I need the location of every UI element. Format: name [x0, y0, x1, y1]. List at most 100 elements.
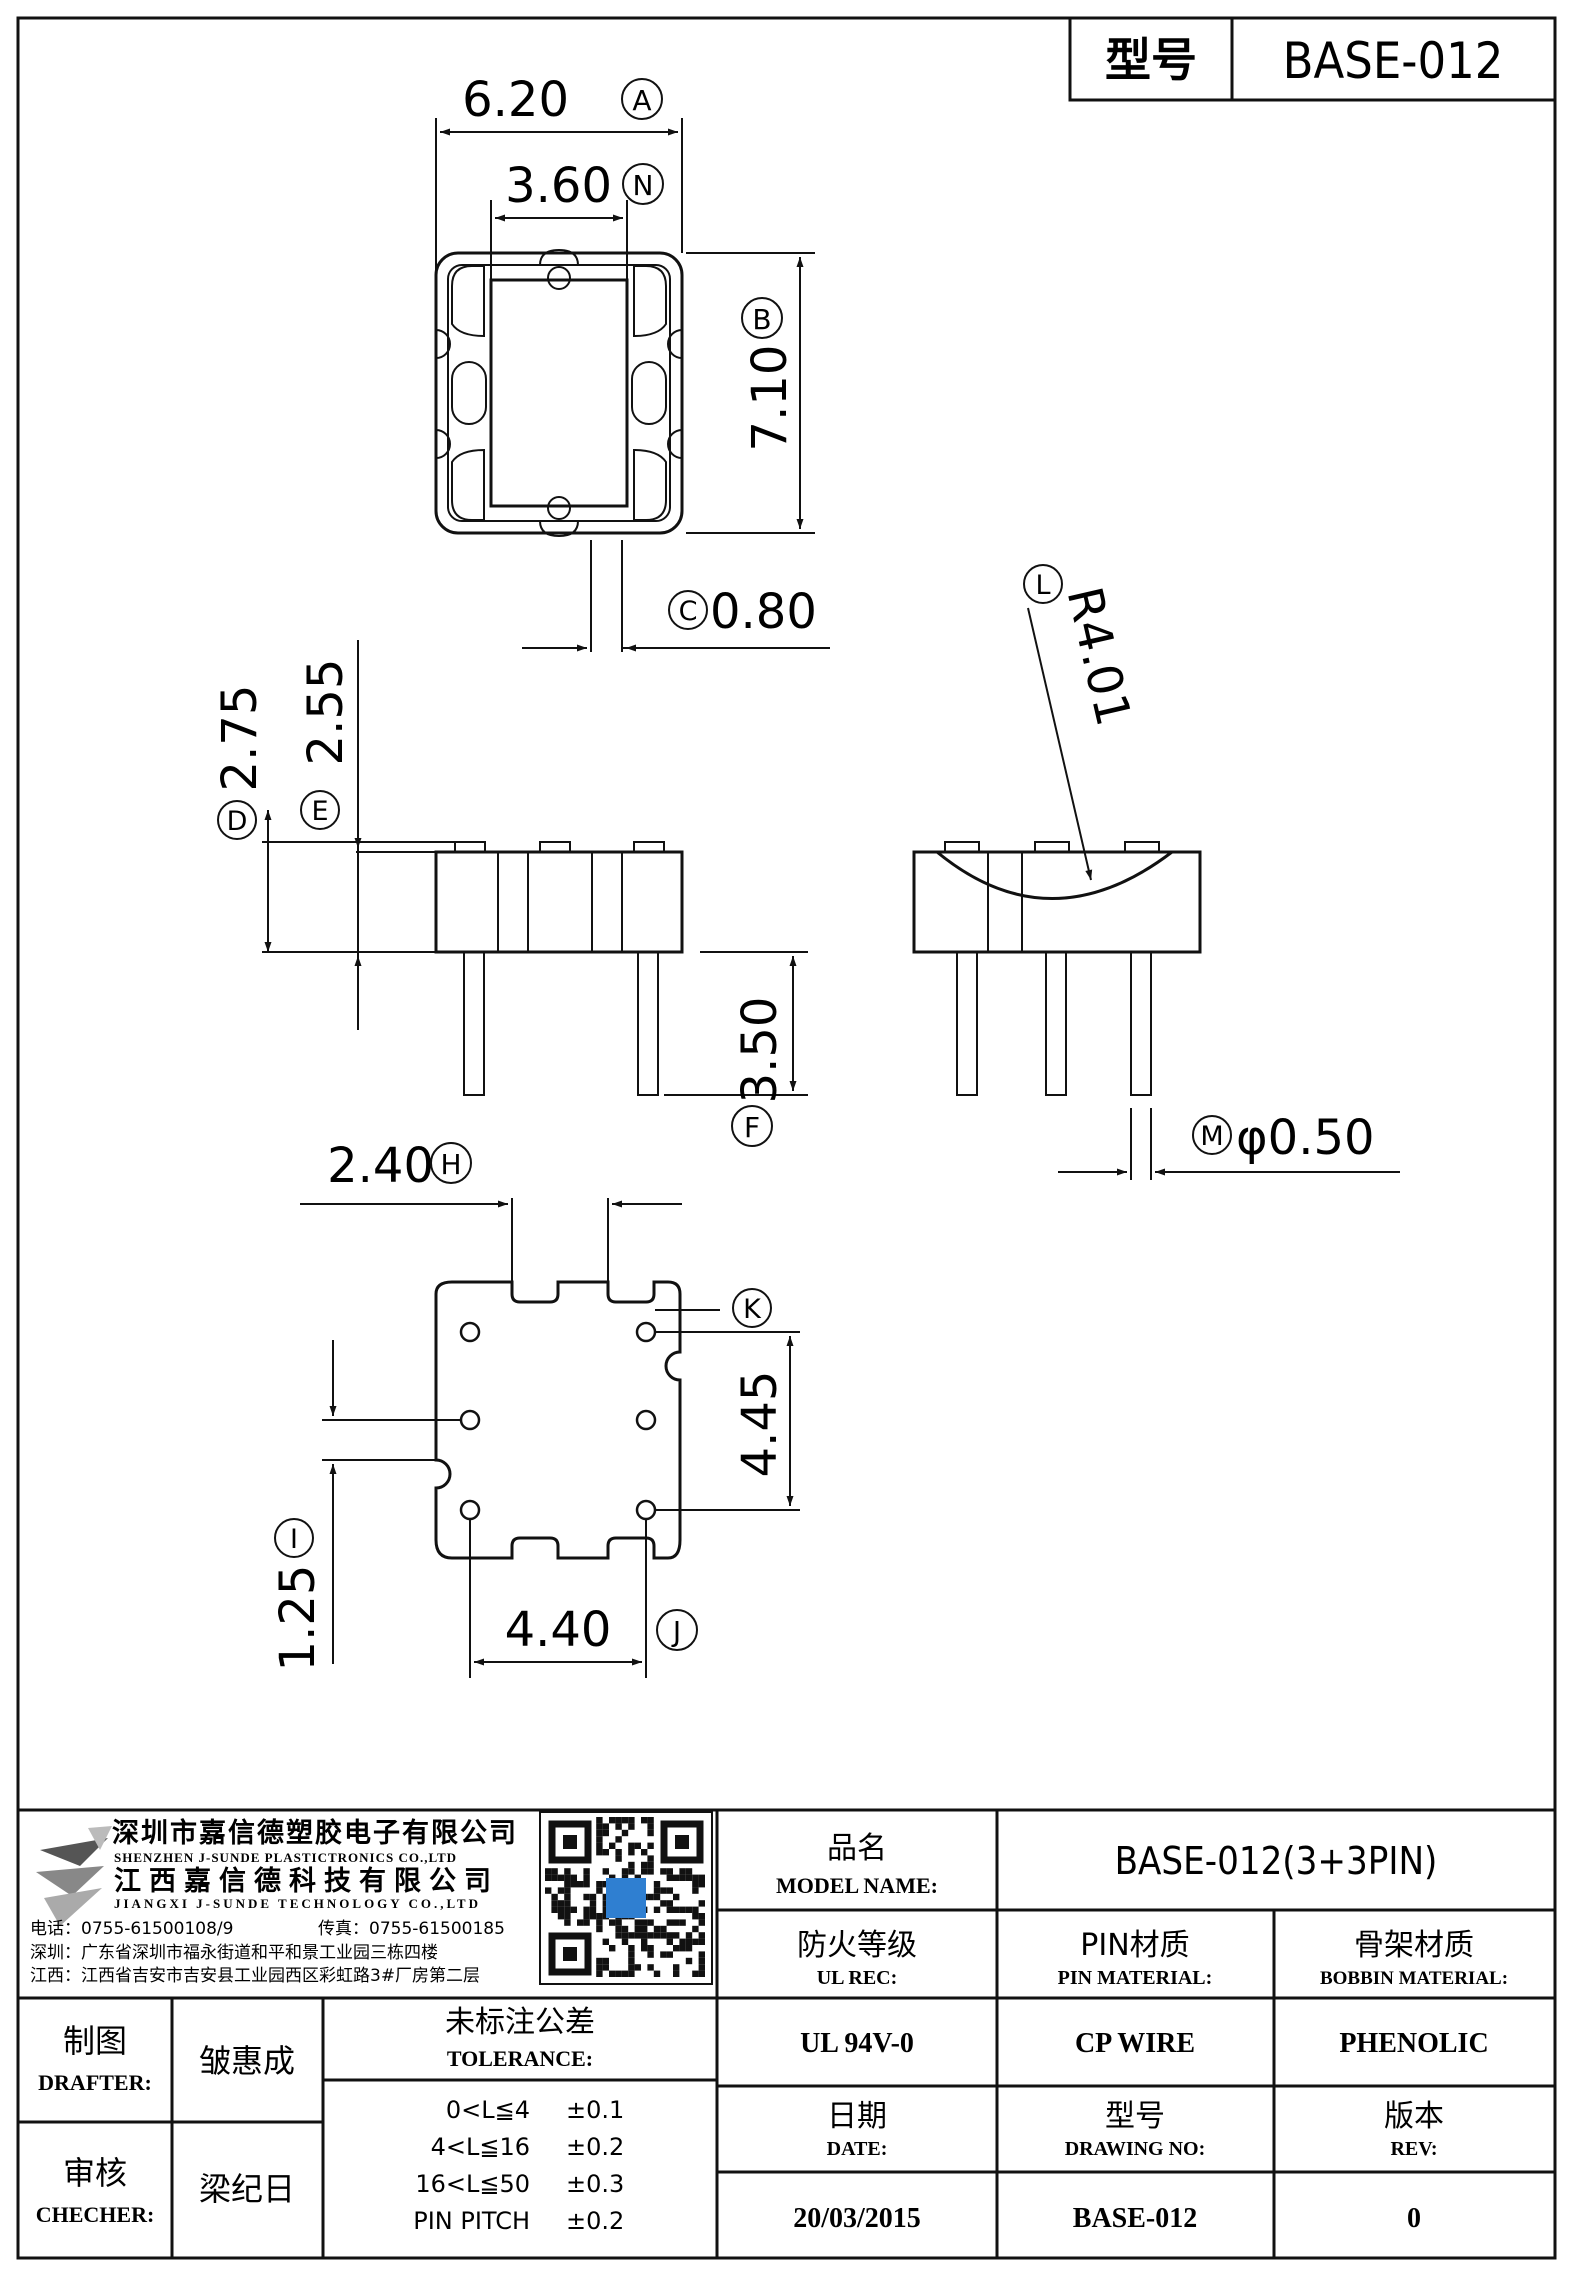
dim-H: 2.40 H	[327, 1138, 472, 1194]
qr-module	[602, 1900, 609, 1907]
qr-module	[609, 1919, 616, 1926]
bobbin-material-cn: 骨架材质	[1354, 1928, 1474, 1963]
qr-module	[609, 1945, 616, 1952]
qr-module	[557, 1906, 565, 1913]
dim-D: D 2.75	[212, 685, 268, 840]
dim-A-value: 6.20	[462, 72, 569, 128]
dim-C-bubble	[668, 590, 708, 630]
dim-D-value: 2.75	[212, 685, 268, 792]
qr-module	[570, 1881, 577, 1888]
qr-module	[641, 1919, 648, 1926]
dim-N-value: 3.60	[505, 158, 612, 214]
qr-module	[596, 1836, 603, 1843]
tolerance-value: ±0.2	[566, 2207, 624, 2235]
drafter-cn: 制图	[63, 2022, 127, 2060]
dim-B-letter: B	[752, 303, 771, 336]
qr-module	[673, 1906, 680, 1913]
qr-module	[628, 1964, 635, 1971]
drawing-no-en: DRAWING NO:	[1065, 2138, 1206, 2160]
tolerance-range: 0<L≦4	[446, 2096, 530, 2124]
dim-M-letter: M	[1200, 1121, 1223, 1152]
bobbin-material-en: BOBBIN MATERIAL:	[1320, 1968, 1508, 1989]
qr-module	[666, 1932, 673, 1939]
qr-module	[545, 1887, 552, 1894]
dim-C-value: 0.80	[710, 584, 817, 640]
qr-module	[596, 1823, 603, 1830]
side-view	[912, 841, 1202, 1096]
qr-module	[602, 1957, 609, 1965]
qr-module	[557, 1887, 565, 1894]
qr-module	[666, 1874, 673, 1881]
qr-module	[673, 1970, 680, 1977]
qr-module	[679, 1945, 686, 1952]
qr-module	[564, 1900, 571, 1907]
top-view	[434, 248, 684, 538]
qr-module	[673, 1945, 680, 1952]
qr-module	[653, 1887, 661, 1894]
qr-module	[589, 1906, 597, 1913]
qr-module	[660, 1951, 667, 1958]
qr-module	[653, 1881, 661, 1888]
qr-module	[602, 1964, 609, 1971]
qr-module	[577, 1881, 584, 1888]
qr-module	[641, 1868, 648, 1875]
qr-module	[564, 1874, 571, 1881]
qr-module	[621, 1868, 629, 1875]
qr-module	[583, 1881, 590, 1888]
qr-module	[692, 1874, 699, 1881]
model-name-value: BASE-012(3+3PIN)	[1115, 1839, 1438, 1883]
qr-module	[621, 1925, 629, 1933]
dim-M-bubble	[1192, 1115, 1232, 1155]
qr-module	[641, 1861, 648, 1869]
qr-module	[628, 1817, 635, 1824]
qr-module	[557, 1874, 565, 1881]
dim-K: K 4.45	[732, 1288, 788, 1477]
qr-module	[596, 1964, 603, 1971]
header-box: 型号 BASE-012	[1068, 16, 1557, 102]
qr-module	[653, 1970, 661, 1977]
qr-module	[685, 1874, 693, 1881]
qr-module	[641, 1849, 648, 1856]
qr-module	[621, 1970, 629, 1977]
qr-module	[698, 1874, 705, 1881]
qr-module	[698, 1957, 705, 1965]
qr-module	[647, 1842, 654, 1849]
qr-module	[679, 1874, 686, 1881]
qr-module	[602, 1913, 609, 1920]
qr-module	[621, 1938, 629, 1945]
qr-module	[602, 1829, 609, 1837]
qr-module	[647, 1951, 654, 1958]
dim-I-bubble	[274, 1518, 314, 1558]
qr-module	[647, 1945, 654, 1952]
qr-module	[596, 1849, 603, 1856]
qr-code[interactable]	[539, 1811, 713, 1985]
qr-module	[698, 1919, 705, 1926]
qr-module	[564, 1868, 571, 1875]
qr-module	[583, 1906, 590, 1913]
qr-module	[628, 1970, 635, 1977]
ul-rec-en: UL REC:	[817, 1967, 898, 1989]
qr-module	[685, 1957, 693, 1965]
dim-L: L R4.01	[1023, 564, 1142, 731]
tolerance-cn: 未标注公差	[445, 2005, 595, 2040]
dim-C-letter: C	[679, 596, 698, 627]
qr-module	[596, 1881, 603, 1888]
dim-N: 3.60 N	[505, 158, 664, 214]
qr-module	[615, 1836, 622, 1843]
qr-module	[666, 1887, 673, 1894]
qr-module	[602, 1849, 609, 1856]
dim-C: C 0.80	[668, 584, 817, 640]
qr-module	[634, 1932, 641, 1939]
rev-cn: 版本	[1384, 2099, 1444, 2134]
dim-F-bubble	[731, 1105, 773, 1147]
qr-module	[653, 1932, 661, 1939]
company-address-sz: 深圳：广东省深圳市福永街道和平和景工业园三栋四楼	[30, 1943, 438, 1963]
company-logo	[36, 1826, 112, 1926]
qr-module	[698, 1951, 705, 1958]
dim-M: M φ0.50	[1192, 1110, 1375, 1166]
pin-material-en: PIN MATERIAL:	[1058, 1967, 1213, 1989]
checker-cn: 审核	[63, 2154, 127, 2192]
dim-L-bubble	[1023, 564, 1063, 604]
qr-module	[551, 1906, 558, 1913]
